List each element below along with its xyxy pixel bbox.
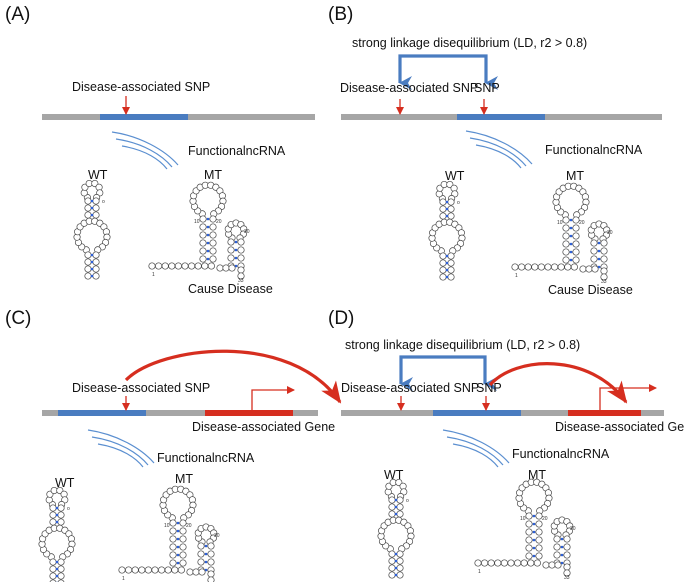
mt-label: MT [175, 472, 193, 486]
svg-text:30: 30 [214, 533, 220, 539]
lncrna-waves-icon [87, 429, 155, 468]
snp-label-2: SNP [476, 381, 502, 395]
lncrna-waves-icon [442, 429, 510, 468]
mt-rna-structure: 10 20 30 1 33 [148, 181, 250, 284]
ld-label: strong linkage disequilibrium (LD, r2 > … [352, 36, 587, 50]
panel-b-letter: (B) [328, 4, 353, 25]
mt-rna-structure: 10 20 30 1 33 [511, 182, 613, 285]
svg-text:1: 1 [152, 272, 155, 278]
panel-a: Disease-associated SNP FunctionalncRNA W… [42, 80, 315, 296]
svg-text:20: 20 [542, 516, 548, 522]
wt-rna-structure: o [428, 180, 466, 281]
snp-label-1: Disease-associated SNP [340, 81, 478, 95]
mt-label: MT [204, 168, 222, 182]
svg-text:o: o [406, 498, 409, 504]
svg-text:10: 10 [194, 219, 200, 225]
lncrna-label: FunctionalncRNA [188, 144, 286, 158]
panel-c: Disease-associated SNP Disease-associate… [38, 349, 342, 582]
lncrna-label: FunctionalncRNA [157, 451, 255, 465]
ld-bracket-arrow [398, 54, 498, 90]
svg-text:30: 30 [570, 526, 576, 532]
svg-text:30: 30 [244, 229, 250, 235]
wt-label: WT [88, 168, 108, 182]
svg-text:30: 30 [607, 230, 613, 236]
svg-text:33: 33 [564, 575, 570, 581]
cause-disease-label: Cause Disease [188, 282, 273, 296]
svg-text:1: 1 [515, 273, 518, 279]
regulation-arrow [124, 349, 342, 404]
wt-rna-structure: o [377, 478, 415, 579]
svg-text:20: 20 [579, 220, 585, 226]
lncrna-waves-icon [111, 131, 179, 170]
wt-label: WT [445, 169, 465, 183]
regulation-arrow [488, 362, 628, 404]
panel-c-letter: (C) [5, 308, 31, 329]
svg-text:o: o [102, 199, 105, 205]
lncrna-label: FunctionalncRNA [512, 447, 610, 461]
mt-rna-structure: 10 20 30 1 33 [474, 478, 576, 581]
snp-label: Disease-associated SNP [72, 381, 210, 395]
panel-d-letter: (D) [328, 308, 354, 329]
ld-label: strong linkage disequilibrium (LD, r2 > … [345, 338, 580, 352]
transcription-start-arrow [599, 384, 657, 410]
svg-text:20: 20 [216, 219, 222, 225]
svg-text:33: 33 [238, 278, 244, 284]
mt-label: MT [566, 169, 584, 183]
wt-rna-structure: o [38, 486, 76, 582]
svg-text:10: 10 [520, 516, 526, 522]
mt-label: MT [528, 468, 546, 482]
snp-label-2: SNP [474, 81, 500, 95]
svg-text:10: 10 [164, 523, 170, 529]
cause-disease-label: Cause Disease [548, 283, 633, 297]
svg-text:33: 33 [601, 279, 607, 285]
panel-a-letter: (A) [5, 4, 30, 25]
wt-rna-structure: o [73, 179, 111, 280]
wt-label: WT [384, 468, 404, 482]
ld-bracket-arrow [399, 355, 497, 391]
wt-label: WT [55, 476, 75, 490]
svg-text:1: 1 [478, 569, 481, 575]
svg-text:10: 10 [557, 220, 563, 226]
svg-text:20: 20 [186, 523, 192, 529]
panel-d: strong linkage disequilibrium (LD, r2 > … [341, 338, 685, 581]
snp-label-1: Disease-associated SNP [341, 381, 479, 395]
svg-text:o: o [67, 506, 70, 512]
lncrna-label: FunctionalncRNA [545, 143, 643, 157]
gene-label: Disease-associated Gene [192, 420, 335, 434]
transcription-start-arrow [251, 386, 295, 410]
gene-label: Disease-associated Gene [555, 420, 685, 434]
svg-text:1: 1 [122, 576, 125, 582]
snp-label: Disease-associated SNP [72, 80, 210, 94]
svg-text:o: o [457, 200, 460, 206]
lncrna-waves-icon [465, 130, 533, 169]
panel-b: strong linkage disequilibrium (LD, r2 > … [340, 36, 662, 297]
